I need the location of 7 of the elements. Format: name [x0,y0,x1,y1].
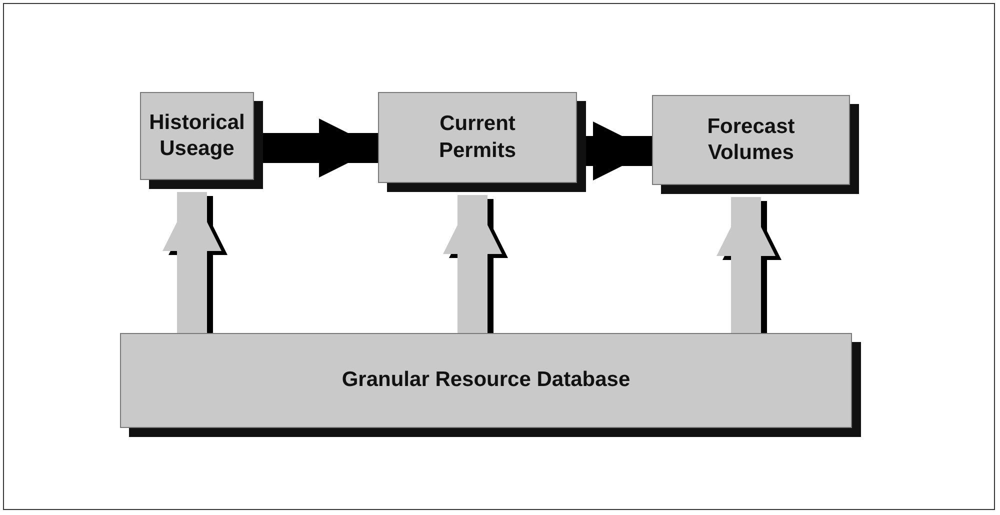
box-label: Historical Useage [148,110,246,162]
block-arrow [162,192,222,333]
block-arrow [716,197,776,333]
box-label: Forecast Volumes [706,114,796,166]
box-label: Current Permits [438,111,518,164]
block-arrow [443,195,502,333]
box-label: Granular Resource Database [342,367,630,394]
